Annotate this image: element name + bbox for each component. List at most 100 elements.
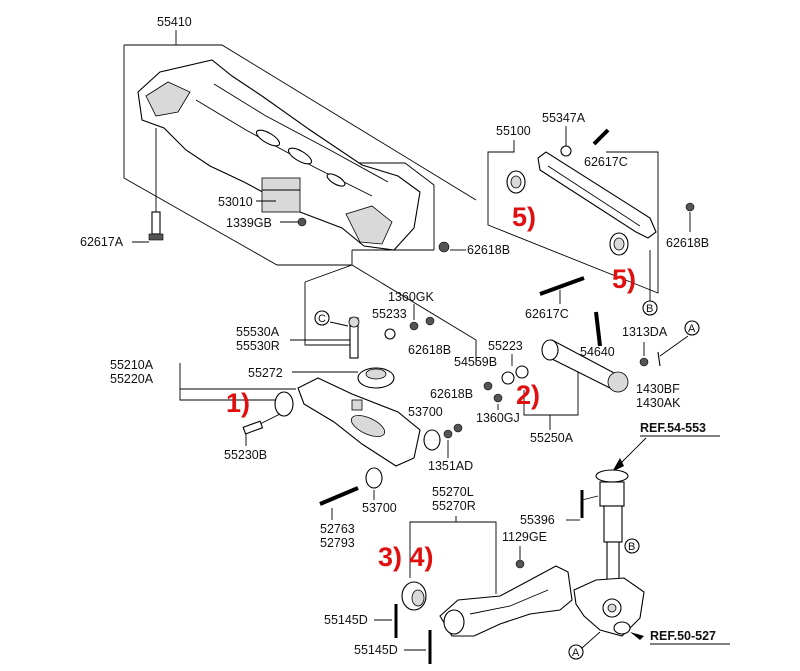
knuckle-hub-core: [607, 603, 617, 613]
label-1360GJ: 1360GJ: [476, 411, 520, 425]
bolt-62617A-head: [148, 233, 164, 241]
bushing-55233: [384, 328, 396, 340]
leader-C: [329, 321, 349, 327]
bushing-53700-a: [423, 429, 441, 451]
nut-1339GB: [297, 217, 307, 227]
marker-B-bottom: [624, 538, 640, 554]
marker-A-top: [684, 320, 700, 336]
trailing-arm-55270L: [439, 565, 573, 637]
shock-mount-top: [595, 469, 629, 483]
label-55347A: 55347A: [542, 111, 586, 125]
knuckle-lower-boss: [613, 621, 631, 635]
label-55250A: 55250A: [530, 431, 574, 445]
label-1430AK: 1430AK: [636, 396, 681, 410]
label-55270L: 55270L: [432, 485, 474, 499]
trailing-arm-rib: [469, 589, 549, 615]
label-55223: 55223: [488, 339, 523, 353]
crossmember-slot-2: [287, 147, 313, 165]
bolt-52763: [319, 486, 359, 506]
crossmember-right-mount: [345, 205, 393, 245]
frame-lower-top: [304, 264, 477, 365]
label-62617C-b: 62617C: [525, 307, 569, 321]
ref-54-arrow: [612, 458, 624, 472]
lower-arm-group: 55210A 55220A 55530A 55530R C 55272 5523…: [110, 264, 477, 550]
trailing-arm-front-eye: [443, 609, 465, 635]
label-52763: 52763: [320, 522, 355, 536]
shock-upper: [599, 481, 625, 507]
ref-54-553: REF.54-553: [640, 421, 706, 435]
label-55272: 55272: [248, 366, 283, 380]
nut-1360GJ: [493, 393, 503, 403]
lower-arm-spring-pad: [350, 415, 386, 437]
label-62617C-a: 62617C: [584, 155, 628, 169]
leader-55210A: [179, 363, 286, 401]
bolt-62617C-b: [539, 276, 585, 296]
nut-62618B-b: [685, 202, 695, 212]
nut-62618B-d: [453, 423, 463, 433]
callout-5b: 5): [612, 264, 636, 294]
label-55145D-b: 55145D: [354, 643, 398, 657]
marker-A-bottom: [568, 644, 584, 660]
marker-C-text: C: [318, 313, 326, 325]
bolt-62617A: [151, 211, 161, 235]
ref-50-arrow: [630, 632, 644, 640]
crossmember-slot-3: [326, 173, 346, 187]
marker-B-bottom-text: B: [628, 541, 635, 553]
bushing-55145D-core: [411, 589, 425, 607]
label-1313DA: 1313DA: [622, 325, 668, 339]
label-55396: 55396: [520, 513, 555, 527]
label-55270R: 55270R: [432, 499, 476, 513]
shock-body: [603, 505, 623, 543]
marker-A-top-text: A: [688, 323, 696, 335]
frame-55100: [487, 140, 659, 294]
label-55230B: 55230B: [224, 448, 267, 462]
callout-5a: 5): [512, 202, 536, 232]
arm-55100: [537, 151, 657, 239]
nut-62618B-c: [425, 316, 435, 326]
frame-55250A: [523, 372, 579, 416]
label-54559B: 54559B: [454, 355, 497, 369]
crossmember-group: 62617A 53010 1339GB 62618B 55410: [80, 15, 510, 266]
callout-3-4: 3) 4): [378, 542, 434, 572]
bushing-55100-a-core: [510, 175, 522, 189]
bolt-62617C-a: [592, 128, 610, 146]
ball-joint-55250A: [607, 371, 629, 393]
crossmember-left-mount: [145, 81, 191, 117]
label-55220A: 55220A: [110, 372, 154, 386]
label-62618B-d: 62618B: [430, 387, 473, 401]
ref-50-527: REF.50-527: [650, 629, 716, 643]
nut-1360GK: [409, 321, 419, 331]
label-53700-a: 53700: [408, 405, 443, 419]
label-53010: 53010: [218, 195, 253, 209]
lower-arm-link-mount: [351, 399, 363, 411]
crossmember-rib-b: [213, 83, 389, 183]
label-55233: 55233: [372, 307, 407, 321]
bracket-53010: [261, 177, 301, 213]
label-1430BF: 1430BF: [636, 382, 680, 396]
bushing-55100-b-core: [613, 237, 625, 251]
callout-2: 2): [516, 380, 540, 410]
bolt-55230B: [242, 420, 264, 435]
frame-55270L-right: [456, 521, 497, 594]
bolt-54640: [594, 311, 602, 347]
label-55530R: 55530R: [236, 339, 280, 353]
stabilizer-link-top: [348, 316, 360, 328]
callout-1: 1): [226, 388, 250, 418]
spring-seat-core: [365, 368, 387, 380]
frame-lower-left: [304, 282, 352, 346]
label-62618B-b: 62618B: [666, 236, 709, 250]
crossmember-slot-1: [255, 129, 281, 147]
leader-A-top: [659, 335, 689, 357]
leader-A-bottom: [581, 631, 601, 649]
bushing-55223: [515, 365, 529, 379]
label-1360GK: 1360GK: [388, 290, 435, 304]
leader-55396: [581, 495, 599, 501]
label-62617A: 62617A: [80, 235, 124, 249]
link-55250A-bushing: [541, 339, 559, 361]
washer-1351AD: [443, 429, 453, 439]
frame-left-edge: [123, 45, 352, 266]
pin-1430BF: [657, 351, 661, 367]
marker-A-bottom-text: A: [572, 647, 580, 659]
